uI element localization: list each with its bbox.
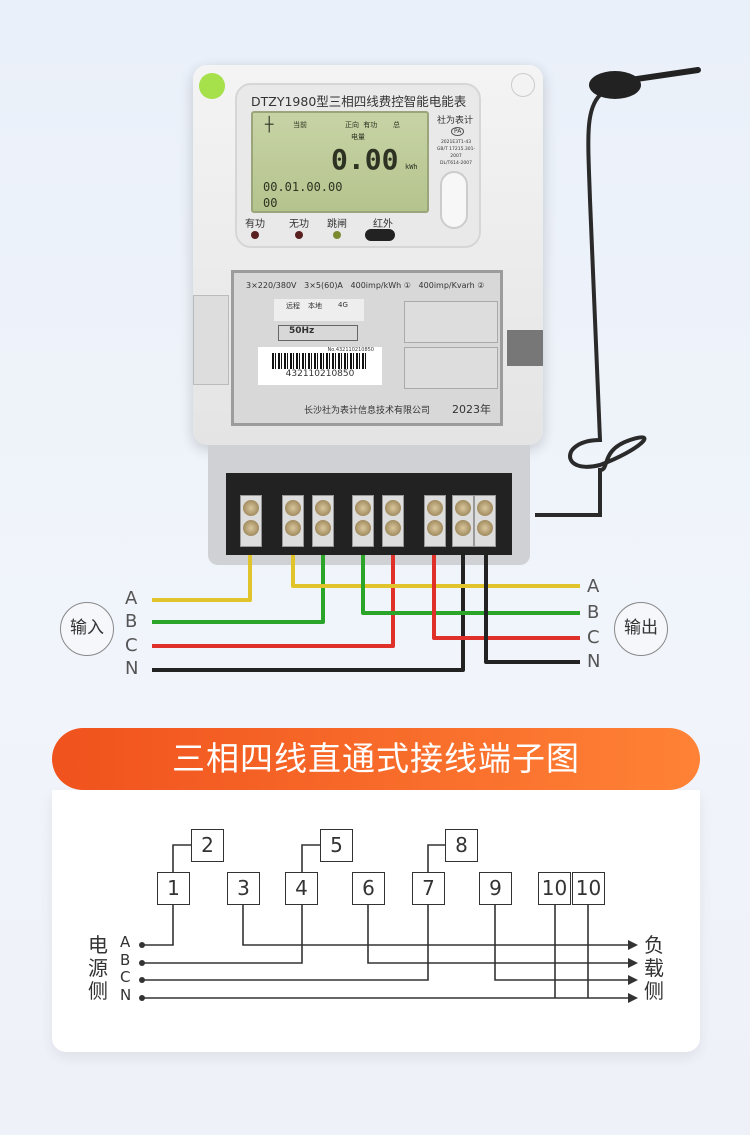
aux-terminal-chart	[404, 301, 498, 343]
brand-logo: 社为表计	[437, 116, 474, 126]
terminal-1: 1	[157, 872, 190, 905]
terminal-block	[208, 445, 530, 565]
output-badge: 输出	[614, 602, 668, 656]
input-badge: 输入	[60, 602, 114, 656]
lcd-energy-label: 电量	[351, 133, 365, 141]
terminal-9: 9	[479, 872, 512, 905]
nameplate: 3×220/380V 3×5(60)A 400imp/kWh ① 400imp/…	[231, 270, 503, 426]
antenna-cable	[535, 67, 701, 517]
diagram-card	[52, 790, 700, 1052]
terminal-7: 7	[412, 872, 445, 905]
barcode-icon	[272, 353, 368, 369]
terminal-6: 6	[352, 872, 385, 905]
wiring-diagram	[139, 844, 638, 1003]
frequency-label: 50Hz	[278, 325, 358, 341]
phase-label-out-c: C	[587, 627, 600, 648]
source-side-label: 电源侧	[88, 933, 108, 1003]
wire-b-in	[152, 555, 325, 624]
lcd-total: 总	[393, 121, 400, 129]
load-side-label: 负载侧	[644, 933, 664, 1003]
model-title: DTZY1980型三相四线费控智能电能表	[251, 94, 467, 109]
lcd-display: ┼ 当前 正向 有功 总 电量 0.00 kWh 00.01.00.00 00	[251, 111, 429, 213]
axis-icon: ┼	[265, 117, 274, 133]
terminal-2: 2	[191, 829, 224, 862]
wire-n-out	[484, 555, 580, 664]
display-panel: DTZY1980型三相四线费控智能电能表 ┼ 当前 正向 有功 总 电量 0.0…	[235, 83, 481, 248]
wiring-photo	[152, 555, 580, 672]
side-clip	[193, 295, 229, 385]
wire-a-in	[152, 555, 252, 602]
lcd-date: 00.01.00.00	[263, 180, 343, 194]
lcd-reading: 0.00	[331, 143, 399, 176]
wire-n-in	[152, 555, 465, 672]
phase-label-out-b: B	[587, 602, 600, 623]
manufacturer: 长沙社为表计信息技术有限公司	[304, 406, 431, 416]
mini-wiring-chart	[404, 347, 498, 389]
seal-icon	[199, 73, 225, 99]
terminal-8: 8	[445, 829, 478, 862]
terminal-10-out: 10	[572, 872, 605, 905]
page-button[interactable]	[440, 171, 468, 229]
terminal-5: 5	[320, 829, 353, 862]
terminal-4: 4	[285, 872, 318, 905]
wire-c-out	[432, 555, 580, 640]
phase-label-in-b: B	[125, 611, 138, 632]
phase-label-out-a: A	[587, 576, 600, 597]
section-banner: 三相四线直通式接线端子图	[52, 728, 700, 790]
lcd-unit: kWh	[405, 163, 418, 171]
phase-label-in-a: A	[125, 588, 138, 609]
rating-text: 3×220/380V 3×5(60)A 400imp/kWh ① 400imp/…	[246, 281, 485, 290]
cert-mark: PA	[451, 127, 465, 136]
lcd-current: 当前	[293, 121, 307, 129]
electric-meter: DTZY1980型三相四线费控智能电能表 ┼ 当前 正向 有功 总 电量 0.0…	[193, 65, 543, 445]
terminal-10-in: 10	[538, 872, 571, 905]
seal-icon	[511, 73, 535, 97]
barcode-label: No.432110210850 432110210850	[258, 347, 382, 385]
terminal-3: 3	[227, 872, 260, 905]
seal-screw	[507, 330, 543, 366]
lcd-sub: 00	[263, 196, 278, 210]
wire-a-out	[291, 555, 580, 588]
lcd-direction: 正向 有功	[345, 121, 378, 129]
phase-label-out-n: N	[587, 651, 601, 672]
phase-label-in-n: N	[125, 658, 139, 679]
wire-b-out	[361, 555, 580, 615]
comm-indicators: 远程 本地 4G	[274, 299, 364, 321]
phase-label-in-c: C	[125, 635, 138, 656]
year: 2023年	[452, 403, 491, 416]
